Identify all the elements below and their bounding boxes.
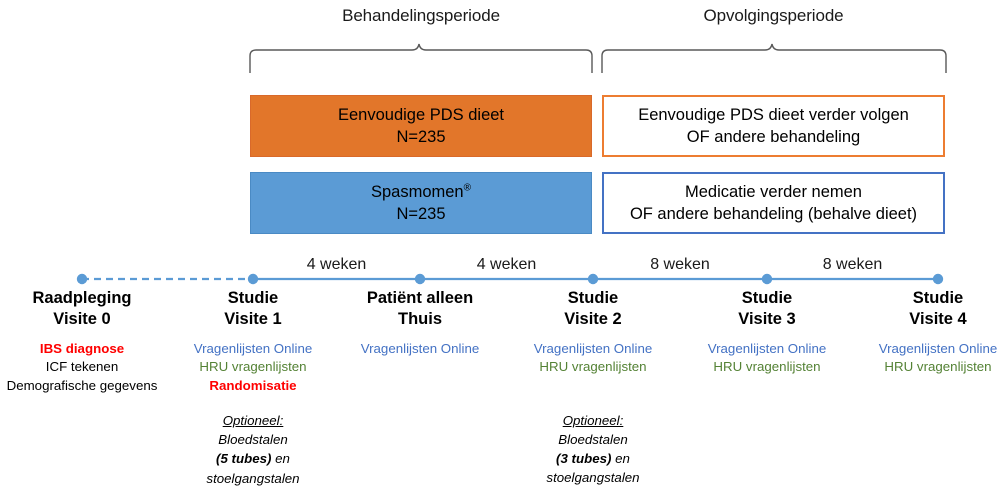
- visit-title-line1: Studie: [567, 289, 619, 307]
- arm-box-diet-followup-line1: Eenvoudige PDS dieet verder volgen: [638, 105, 909, 124]
- visit-column-visite-4: Studie Visite 4 Vragenlijsten Online HRU…: [853, 288, 1000, 377]
- visit-item: Vragenlijsten Online: [193, 340, 313, 356]
- visit-column-visite-3: Studie Visite 3 Vragenlijsten Online HRU…: [682, 288, 852, 377]
- arm-box-diet-followup-line2: OF andere behandeling: [686, 128, 861, 146]
- interval-label-4: 8 weken: [822, 256, 883, 273]
- timeline-dot-patient-thuis: [414, 273, 426, 285]
- timeline-dot-visite-1: [247, 273, 259, 285]
- optional-line-2-rest: en: [611, 451, 630, 467]
- visit-item: HRU vragenlijsten: [884, 359, 992, 375]
- visit-items-patient-thuis: Vragenlijsten Online: [335, 340, 505, 358]
- registered-trademark-icon: ®: [463, 182, 471, 194]
- arm-box-drug-treatment-line1: Spasmomen®: [371, 181, 471, 203]
- optional-line-2-rest: en: [271, 451, 290, 467]
- visit-items-visite-1: Vragenlijsten Online HRU vragenlijsten R…: [168, 340, 338, 395]
- arm-box-diet-treatment-line1: Eenvoudige PDS dieet: [337, 105, 505, 124]
- visit-title-visite-3: Studie Visite 3: [682, 288, 852, 331]
- period-title-followup: Opvolgingsperiode: [703, 6, 844, 25]
- brace-treatment: [248, 42, 594, 74]
- visit-title-line2: Visite 4: [909, 310, 967, 329]
- arm-box-diet-followup: Eenvoudige PDS dieet verder volgen OF an…: [602, 95, 945, 157]
- visit-item: Demografische gegevens: [6, 377, 158, 393]
- arm-box-drug-followup: Medicatie verder nemen OF andere behande…: [602, 172, 945, 234]
- interval-label-2: 4 weken: [476, 256, 537, 273]
- interval-label-3: 8 weken: [650, 256, 710, 273]
- visit-items-visite-0: IBS diagnose ICF tekenen Demografische g…: [0, 340, 167, 395]
- visit-item: Randomisatie: [209, 377, 297, 393]
- optional-line-2: (3 tubes) en: [508, 449, 678, 468]
- visit-item: Vragenlijsten Online: [707, 340, 827, 356]
- visit-item: Vragenlijsten Online: [533, 340, 653, 356]
- visit-title-line1: Raadpleging: [32, 289, 132, 307]
- optional-line-3: stoelgangstalen: [206, 470, 300, 486]
- interval-label-1: 4 weken: [306, 256, 367, 273]
- timeline-dot-visite-3: [761, 273, 773, 285]
- arm-box-drug-followup-line2: OF andere behandeling (behalve dieet): [629, 205, 918, 223]
- visit-title-line1: Patiënt alleen: [366, 289, 474, 307]
- visit-title-line1: Studie: [912, 289, 964, 307]
- visit-title-line2: Visite 3: [738, 310, 796, 329]
- arm-box-drug-followup-line1: Medicatie verder nemen: [684, 182, 862, 201]
- visit-item: HRU vragenlijsten: [713, 359, 821, 375]
- visit-title-patient-thuis: Patiënt alleen Thuis: [335, 288, 505, 331]
- timeline-dot-visite-2: [587, 273, 599, 285]
- visit-item: Vragenlijsten Online: [878, 340, 998, 356]
- visit-title-line1: Studie: [227, 289, 279, 307]
- optional-tube-count: (3 tubes): [556, 451, 612, 467]
- visit-column-visite-1: Studie Visite 1 Vragenlijsten Online HRU…: [168, 288, 338, 488]
- optional-line-2: (5 tubes) en: [168, 449, 338, 468]
- arm-box-drug-treatment-name: Spasmomen: [370, 182, 464, 201]
- arm-box-diet-treatment: Eenvoudige PDS dieet N=235: [250, 95, 592, 157]
- visit-items-visite-3: Vragenlijsten Online HRU vragenlijsten: [682, 340, 852, 377]
- optional-line-3: stoelgangstalen: [546, 470, 640, 486]
- visit-items-visite-2: Vragenlijsten Online HRU vragenlijsten: [508, 340, 678, 377]
- optional-tube-count: (5 tubes): [216, 451, 272, 467]
- visit-title-line1: Studie: [741, 289, 793, 307]
- optional-sampling-visite-1: Optioneel: Bloedstalen (5 tubes) en stoe…: [168, 411, 338, 488]
- visit-column-patient-thuis: Patiënt alleen Thuis Vragenlijsten Onlin…: [335, 288, 505, 358]
- optional-heading: Optioneel:: [222, 412, 284, 428]
- visit-item: Vragenlijsten Online: [360, 340, 480, 356]
- visit-title-visite-0: Raadpleging Visite 0: [0, 288, 167, 331]
- arm-box-diet-treatment-line2: N=235: [396, 128, 446, 146]
- arm-box-drug-treatment-line2: N=235: [396, 205, 446, 223]
- visit-item: ICF tekenen: [45, 359, 119, 375]
- visit-items-visite-4: Vragenlijsten Online HRU vragenlijsten: [853, 340, 1000, 377]
- visit-title-visite-1: Studie Visite 1: [168, 288, 338, 331]
- optional-line-1: Bloedstalen: [558, 431, 628, 447]
- visit-title-visite-4: Studie Visite 4: [853, 288, 1000, 331]
- brace-followup: [600, 42, 948, 74]
- timeline-dot-visite-4: [932, 273, 944, 285]
- visit-title-line2: Visite 0: [53, 310, 111, 329]
- visit-item: IBS diagnose: [39, 340, 125, 356]
- visit-item: HRU vragenlijsten: [539, 359, 647, 375]
- visit-item: HRU vragenlijsten: [199, 359, 307, 375]
- visit-title-line2: Visite 2: [564, 310, 622, 329]
- timeline-dot-visite-0: [76, 273, 88, 285]
- optional-sampling-visite-2: Optioneel: Bloedstalen (3 tubes) en stoe…: [508, 411, 678, 488]
- arm-box-drug-treatment: Spasmomen® N=235: [250, 172, 592, 234]
- period-title-treatment: Behandelingsperiode: [342, 6, 500, 25]
- optional-heading: Optioneel:: [562, 412, 624, 428]
- visit-column-visite-0: Raadpleging Visite 0 IBS diagnose ICF te…: [0, 288, 167, 395]
- visit-title-visite-2: Studie Visite 2: [508, 288, 678, 331]
- visit-title-line2: Visite 1: [224, 310, 282, 329]
- optional-line-1: Bloedstalen: [218, 432, 288, 448]
- visit-column-visite-2: Studie Visite 2 Vragenlijsten Online HRU…: [508, 288, 678, 488]
- visit-title-line2: Thuis: [398, 310, 442, 329]
- timeline-axis: [0, 266, 1000, 292]
